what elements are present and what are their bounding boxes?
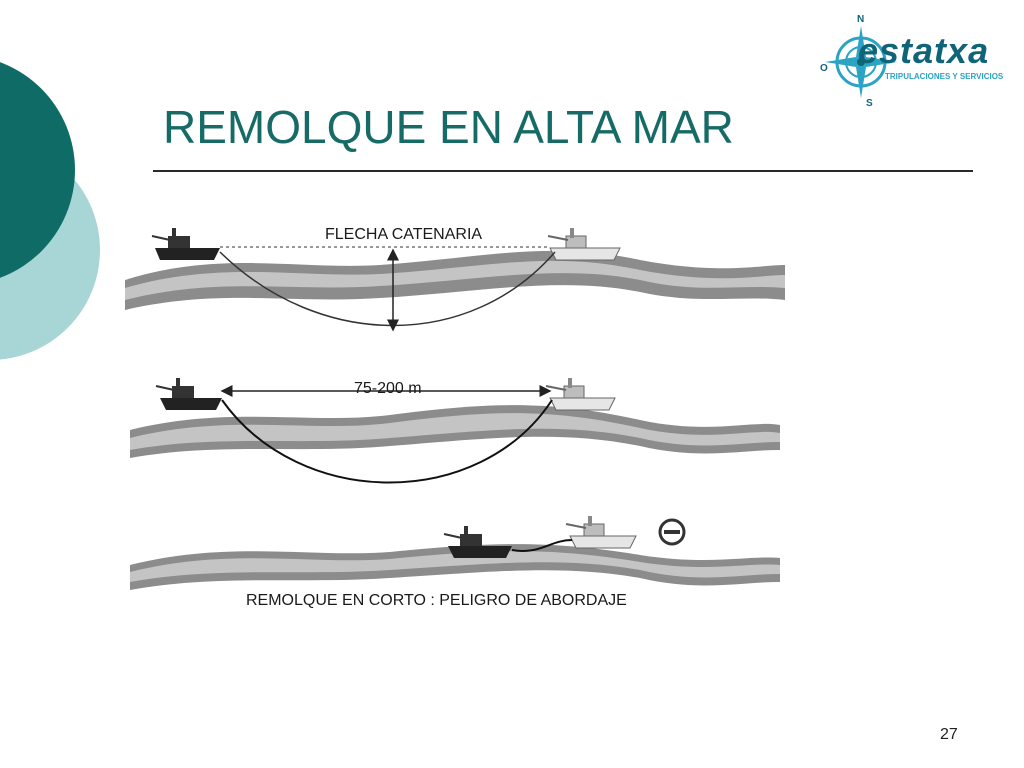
compass-n-label: N	[857, 14, 865, 25]
towed-boat-2-icon	[545, 378, 616, 411]
catenary-label: FLECHA CATENARIA	[325, 226, 483, 243]
tow-line-2	[221, 399, 553, 484]
tug-boat-2-icon	[155, 378, 222, 410]
decorative-circles	[0, 62, 100, 360]
title-divider	[153, 170, 973, 172]
short-tow-warning-label: REMOLQUE EN CORTO : PELIGRO DE ABORDAJE	[246, 592, 627, 609]
wave-band-3	[130, 544, 780, 590]
dark-circle	[0, 62, 75, 278]
wave-band-1	[125, 250, 785, 310]
tug-boat-3-icon	[443, 526, 512, 558]
compass-s-label: S	[866, 98, 873, 109]
logo-wordmark: estatxa	[858, 30, 990, 71]
compass-o-label: O	[820, 63, 828, 74]
logo-tagline: TRIPULACIONES Y SERVICIOS	[885, 72, 1004, 81]
slide-title: REMOLQUE EN ALTA MAR	[163, 101, 734, 153]
wave-band-2	[130, 405, 780, 458]
tow-line-3	[511, 539, 573, 552]
towed-boat-3-icon	[565, 516, 637, 549]
page-number: 27	[940, 726, 958, 743]
towing-diagram	[125, 228, 785, 590]
compass-logo-icon	[815, 12, 1015, 112]
tug-boat-1-icon	[151, 228, 220, 260]
prohibited-icon	[658, 518, 686, 546]
distance-label: 75-200 m	[354, 380, 422, 397]
towed-boat-1-icon	[547, 228, 621, 261]
